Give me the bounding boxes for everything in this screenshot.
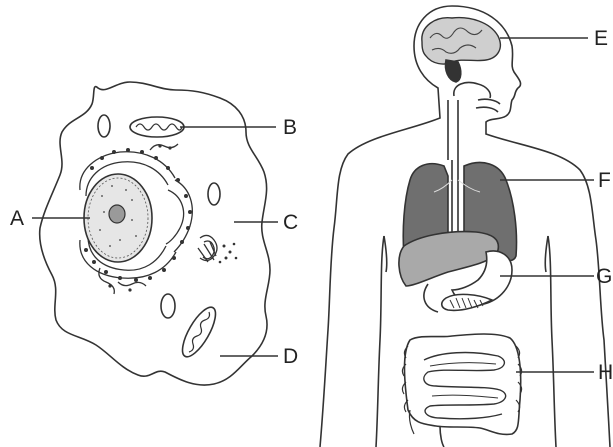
left-torso-line xyxy=(384,236,387,272)
intestines xyxy=(402,334,521,447)
brain xyxy=(422,18,501,82)
left-arm-inner xyxy=(376,236,384,447)
vacuole xyxy=(98,115,110,137)
right-arm-inner xyxy=(548,236,556,447)
mitochondrion-upper xyxy=(130,117,184,137)
rectum xyxy=(440,426,444,447)
label-d: D xyxy=(283,346,298,367)
golgi-apparatus xyxy=(198,235,237,263)
label-b: B xyxy=(283,117,297,138)
vacuole xyxy=(208,183,220,205)
nucleus xyxy=(84,174,152,262)
animal-cell xyxy=(32,82,278,385)
human-body xyxy=(320,6,610,447)
mitochondrion-lower xyxy=(176,303,221,361)
label-c: C xyxy=(283,212,298,233)
cerebellum xyxy=(445,60,460,82)
label-a: A xyxy=(10,208,24,229)
trachea xyxy=(448,83,500,161)
label-f: F xyxy=(598,170,611,191)
right-torso-line xyxy=(545,236,548,272)
nucleolus xyxy=(109,205,125,223)
vacuole xyxy=(161,294,175,318)
label-g: G xyxy=(596,266,612,287)
label-h: H xyxy=(598,362,613,383)
label-e: E xyxy=(594,28,608,49)
